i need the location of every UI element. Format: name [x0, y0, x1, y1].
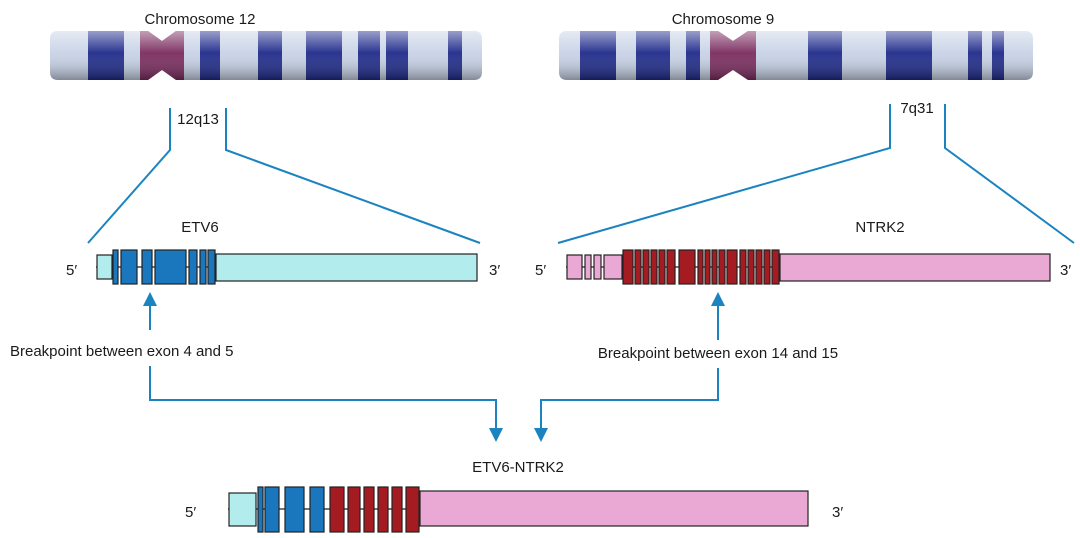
fusion-ntrk2-exon [329, 486, 345, 533]
ntrk2-breakpoint-label: Breakpoint between exon 14 and 15 [598, 345, 838, 362]
zoom-lines-ntrk2: 7q31 [557, 100, 1075, 244]
ntrk2-5utr [584, 254, 592, 280]
etv6-3prime: 3′ [489, 262, 500, 279]
etv6-exon [141, 249, 153, 285]
etv6-exon [207, 249, 216, 285]
fusion-connector-ntrk2 [534, 368, 719, 442]
fusion-3prime: 3′ [832, 504, 843, 521]
locus-12q13-label: 12q13 [177, 111, 219, 128]
ntrk2-exon [642, 249, 650, 285]
fusion-ntrk2-exon [377, 486, 389, 533]
etv6-exon [199, 249, 207, 285]
ntrk2-exon [711, 249, 718, 285]
chromosome-12: Chromosome 12 [50, 11, 482, 80]
fusion-etv6-exon [264, 486, 280, 533]
ntrk2-exon [763, 249, 771, 285]
fusion-ntrk2-exon [347, 486, 361, 533]
etv6-gene: ETV6 5′ 3′ [66, 219, 500, 285]
fusion-gene: ETV6-NTRK2 5′ 3′ [185, 459, 843, 533]
ntrk2-exon [650, 249, 658, 285]
ntrk2-exon [739, 249, 747, 285]
ntrk2-breakpoint: Breakpoint between exon 14 and 15 [598, 292, 838, 362]
ntrk2-exon [755, 249, 763, 285]
fusion-etv6-exon [309, 486, 325, 533]
fusion-etv6-exon [257, 486, 264, 533]
ntrk2-exon [666, 249, 676, 285]
chromosome-12-label: Chromosome 12 [145, 11, 256, 28]
ntrk2-exon [634, 249, 642, 285]
ntrk2-exon [678, 249, 696, 285]
chromosome-9-label: Chromosome 9 [672, 11, 775, 28]
etv6-3utr [215, 253, 478, 282]
fusion-5prime: 5′ [185, 504, 196, 521]
ntrk2-exon [718, 249, 726, 285]
ntrk2-exon [697, 249, 704, 285]
ntrk2-3utr [779, 253, 1051, 282]
etv6-exon [112, 249, 119, 285]
zoom-lines-etv6: 12q13 [87, 108, 481, 244]
ntrk2-exon [622, 249, 634, 285]
ntrk2-exon [747, 249, 755, 285]
fusion-connector-etv6 [149, 366, 503, 442]
etv6-exon [120, 249, 138, 285]
ntrk2-3prime: 3′ [1060, 262, 1071, 279]
fusion-label: ETV6-NTRK2 [472, 459, 564, 476]
etv6-label: ETV6 [181, 219, 219, 236]
fusion-3utr [419, 490, 809, 527]
locus-7q31-label: 7q31 [900, 100, 933, 117]
etv6-exon [154, 249, 187, 285]
ntrk2-5utr [566, 254, 583, 280]
ntrk2-5prime: 5′ [535, 262, 546, 279]
ntrk2-exon [726, 249, 738, 285]
etv6-breakpoint: Breakpoint between exon 4 and 5 [10, 292, 234, 360]
chromosome-9: Chromosome 9 [559, 11, 1033, 80]
fusion-ntrk2-exons [329, 486, 420, 533]
ntrk2-5utr [593, 254, 602, 280]
fusion-etv6-exon [284, 486, 305, 533]
ntrk2-exon [704, 249, 711, 285]
etv6-5utr [96, 254, 113, 280]
ntrk2-label: NTRK2 [855, 219, 904, 236]
ntrk2-exon [771, 249, 780, 285]
fusion-ntrk2-exon [363, 486, 375, 533]
fusion-ntrk2-exon [391, 486, 403, 533]
etv6-breakpoint-label: Breakpoint between exon 4 and 5 [10, 343, 234, 360]
fusion-ntrk2-exon [405, 486, 420, 533]
etv6-5prime: 5′ [66, 262, 77, 279]
etv6-exon [188, 249, 198, 285]
ntrk2-gene: NTRK2 5′ 3′ [535, 219, 1071, 285]
ntrk2-exons [622, 249, 780, 285]
ntrk2-exon [658, 249, 666, 285]
fusion-5utr [228, 492, 257, 527]
ntrk2-5utr [603, 254, 623, 280]
